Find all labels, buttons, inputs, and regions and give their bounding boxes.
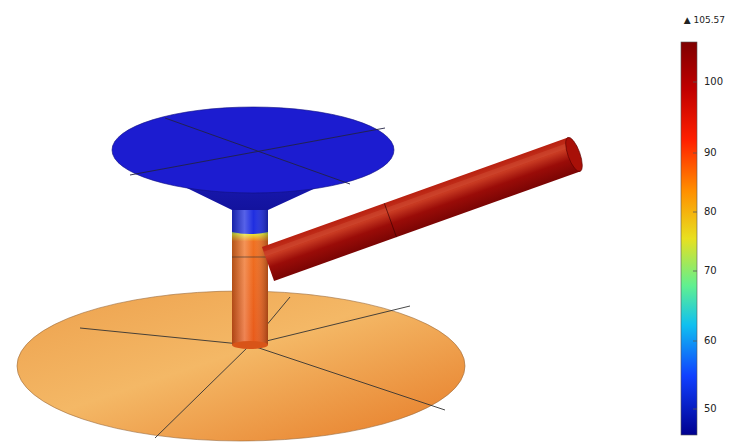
colorbar-tick-label: 60 bbox=[704, 336, 717, 346]
max-value-label: ▲ 105.57 bbox=[684, 16, 725, 25]
colorbar-tick-label: 100 bbox=[704, 77, 723, 87]
colorbar-tick-label: 90 bbox=[704, 148, 717, 158]
colorbar-tick-label: 70 bbox=[704, 266, 717, 276]
colorbar-tick-label: 50 bbox=[704, 404, 717, 414]
colorbar-tick-label: 80 bbox=[704, 207, 717, 217]
